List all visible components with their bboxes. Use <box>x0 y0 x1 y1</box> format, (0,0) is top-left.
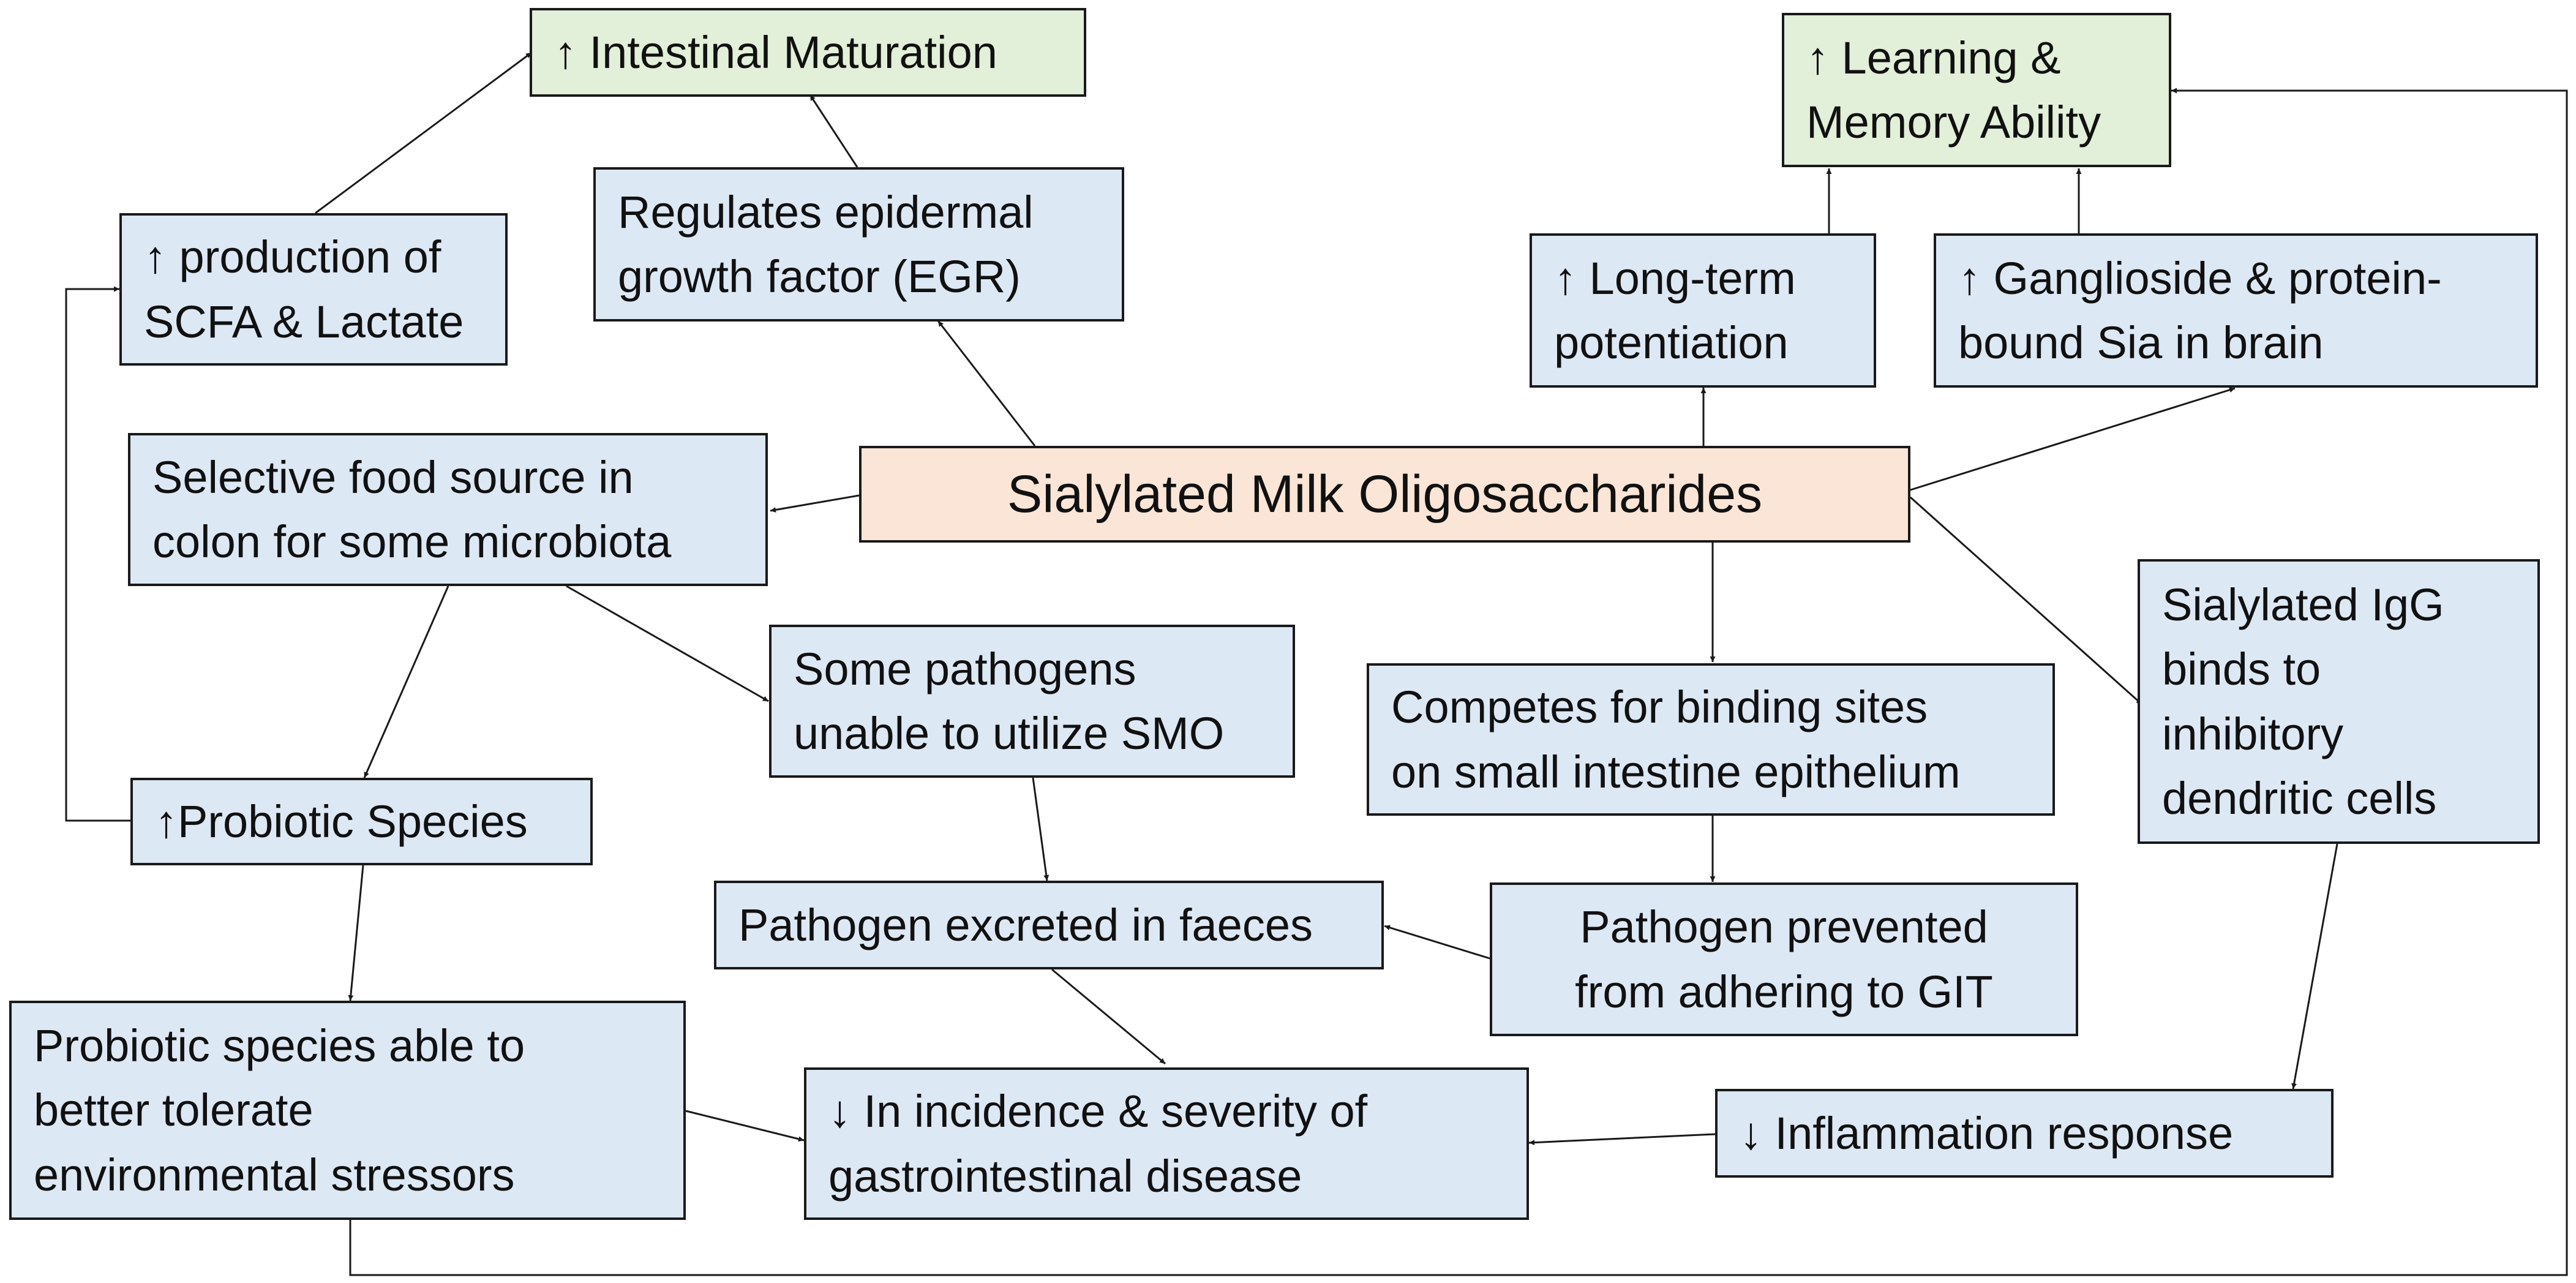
tolerate-line: Probiotic species able to <box>34 1020 525 1072</box>
tolerate-line: better tolerate <box>34 1085 314 1136</box>
pathogens-unable-line: Some pathogens <box>794 643 1136 694</box>
arrow-probiotic-to-tolerate <box>348 865 364 1001</box>
egf-box: Regulates epidermal growth factor (EGR) <box>593 167 1124 322</box>
egf-line: growth factor (EGR) <box>618 251 1021 302</box>
gi-disease-box: ↓ In incidence & severity of gastrointes… <box>804 1067 1529 1220</box>
arrow-center-to-ganglioside <box>1910 387 2236 491</box>
arrow-prevented-to-excreted <box>1384 925 1490 960</box>
arrow-center-to-food-source <box>770 494 860 513</box>
arrow-inflammation-to-gi-disease <box>1528 1133 1716 1146</box>
arrow-egf-to-maturation <box>809 94 858 168</box>
igg-line: inhibitory <box>2162 708 2344 759</box>
igg-line: Sialylated IgG <box>2162 579 2444 631</box>
probiotic-tolerate-box: Probiotic species able to better tolerat… <box>9 1001 686 1220</box>
arrow-probiotic-to-scfa <box>65 286 130 822</box>
pathogens-unable-line: unable to utilize SMO <box>794 708 1225 759</box>
intestinal-maturation-box: ↑ Intestinal Maturation <box>530 8 1086 97</box>
scfa-line: ↑ production of <box>144 231 441 283</box>
pathogens-unable-box: Some pathogens unable to utilize SMO <box>769 625 1295 778</box>
arrow-igg-to-inflammation <box>2291 843 2338 1089</box>
egf-line: Regulates epidermal <box>618 186 1034 238</box>
tolerate-line: environmental stressors <box>34 1149 515 1200</box>
probiotic-species-text: ↑Probiotic Species <box>155 796 528 847</box>
ganglioside-box: ↑ Ganglioside & protein- bound Sia in br… <box>1934 233 2538 388</box>
prevented-line: from adhering to GIT <box>1575 966 1993 1017</box>
arrow-scfa-to-maturation <box>315 51 532 214</box>
igg-line: dendritic cells <box>2162 772 2437 824</box>
intestinal-maturation-text: ↑ Intestinal Maturation <box>554 26 997 78</box>
gi-disease-line: gastrointestinal disease <box>828 1150 1302 1202</box>
arrow-food-source-to-pathogens <box>566 585 769 702</box>
arrow-tolerate-to-gi-disease <box>685 1110 805 1142</box>
competes-line: Competes for binding sites <box>1391 682 1928 733</box>
learning-memory-box: ↑ Learning & Memory Ability <box>1782 13 2171 167</box>
ganglioside-line: bound Sia in brain <box>1958 317 2324 368</box>
ganglioside-line: ↑ Ganglioside & protein- <box>1958 252 2442 304</box>
scfa-lactate-box: ↑ production of SCFA & Lactate <box>119 213 508 366</box>
scfa-line: SCFA & Lactate <box>144 296 464 347</box>
sialylated-igg-box: Sialylated IgG binds to inhibitory dendr… <box>2138 559 2540 844</box>
igg-line: binds to <box>2162 644 2321 695</box>
inflammation-response-box: ↓ Inflammation response <box>1715 1089 2334 1178</box>
learning-memory-line: ↑ Learning & <box>1806 32 2061 83</box>
center-title: Sialylated Milk Oligosaccharides <box>1007 464 1763 524</box>
arrow-center-to-igg <box>1910 496 2142 705</box>
arrow-tolerate-to-learning <box>349 88 2568 1276</box>
competes-line: on small intestine epithelium <box>1391 746 1961 797</box>
sialylated-milk-oligosaccharides-box: Sialylated Milk Oligosaccharides <box>859 446 1910 543</box>
arrow-food-source-to-probiotic <box>363 585 449 778</box>
gi-disease-line: ↓ In incidence & severity of <box>828 1086 1368 1137</box>
arrow-excreted-to-gi-disease <box>1051 968 1166 1065</box>
pathogen-excreted-text: Pathogen excreted in faeces <box>738 899 1313 950</box>
learning-memory-line: Memory Ability <box>1806 97 2101 148</box>
competes-binding-box: Competes for binding sites on small inte… <box>1367 663 2055 816</box>
food-source-line: colon for some microbiota <box>152 516 672 567</box>
food-source-line: Selective food source in <box>152 451 634 503</box>
pathogen-prevented-box: Pathogen prevented from adhering to GIT <box>1490 882 2078 1036</box>
food-source-box: Selective food source in colon for some … <box>128 433 768 586</box>
prevented-line: Pathogen prevented <box>1580 901 1988 953</box>
arrow-center-to-egf <box>937 320 1036 446</box>
ltp-line: ↑ Long-term <box>1554 252 1796 304</box>
pathogen-excreted-box: Pathogen excreted in faeces <box>714 881 1384 969</box>
long-term-potentiation-box: ↑ Long-term potentiation <box>1530 233 1876 388</box>
arrow-pathogens-to-excreted <box>1032 777 1050 881</box>
probiotic-species-box: ↑Probiotic Species <box>130 778 593 865</box>
ltp-line: potentiation <box>1554 317 1789 368</box>
inflammation-text: ↓ Inflammation response <box>1740 1107 2234 1159</box>
